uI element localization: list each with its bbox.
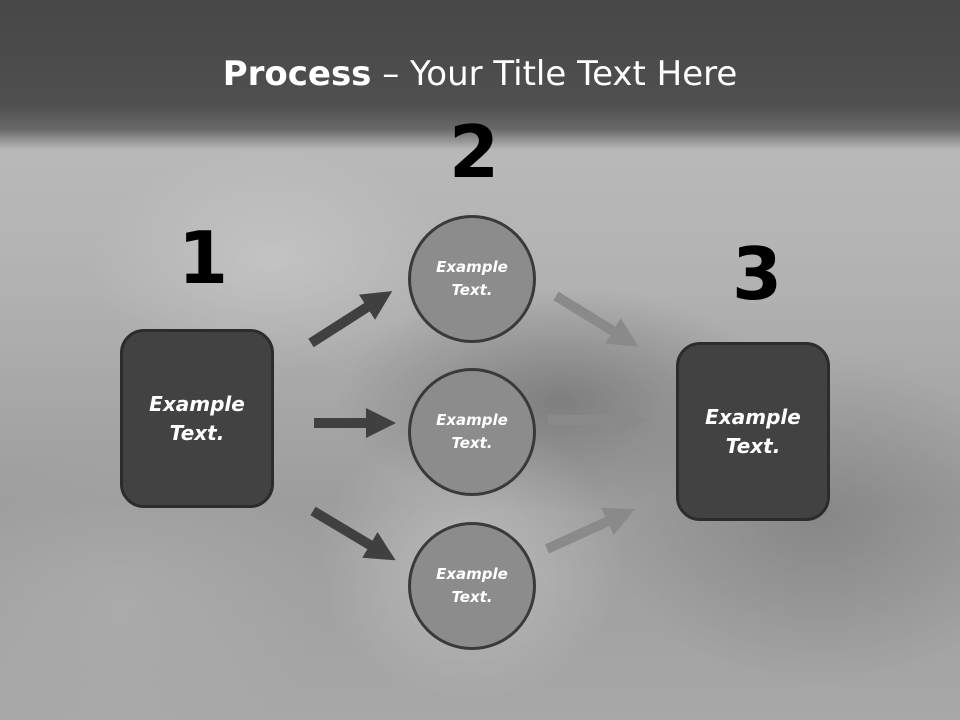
title-bar: [0, 0, 960, 150]
arrow-left-to-top: [308, 291, 393, 348]
end-box-text: Example Text.: [705, 403, 801, 461]
circle-top-text: Example Text.: [436, 256, 508, 302]
end-box-line-2: Text.: [725, 433, 781, 458]
start-box-text: Example Text.: [149, 390, 245, 448]
circle-middle-line-1: Example: [436, 411, 508, 429]
circle-top-line-1: Example: [436, 258, 508, 276]
process-circle-middle: Example Text.: [408, 368, 536, 496]
circle-top-line-2: Text.: [451, 281, 493, 299]
arrow-left-to-bottom: [310, 506, 396, 561]
step-number-3: 3: [732, 232, 783, 316]
circle-bottom-text: Example Text.: [436, 563, 508, 609]
arrow-bottom-to-right: [544, 507, 635, 554]
process-circle-bottom: Example Text.: [408, 522, 536, 650]
start-box-line-1: Example: [149, 391, 245, 416]
arrow-top-to-right: [553, 291, 639, 347]
title-bold: Process: [222, 54, 372, 94]
step-number-1: 1: [178, 216, 229, 300]
circle-middle-text: Example Text.: [436, 409, 508, 455]
slide-title: Process – Your Title Text Here: [0, 54, 960, 94]
title-rest: – Your Title Text Here: [371, 54, 738, 94]
end-box: Example Text.: [676, 342, 830, 521]
circle-bottom-line-1: Example: [436, 565, 508, 583]
end-box-line-1: Example: [705, 404, 801, 429]
circle-middle-line-2: Text.: [451, 434, 493, 452]
process-circle-top: Example Text.: [408, 215, 536, 343]
start-box-line-2: Text.: [169, 420, 225, 445]
step-number-2: 2: [449, 110, 500, 194]
start-box: Example Text.: [120, 329, 274, 508]
circle-bottom-line-2: Text.: [451, 588, 493, 606]
